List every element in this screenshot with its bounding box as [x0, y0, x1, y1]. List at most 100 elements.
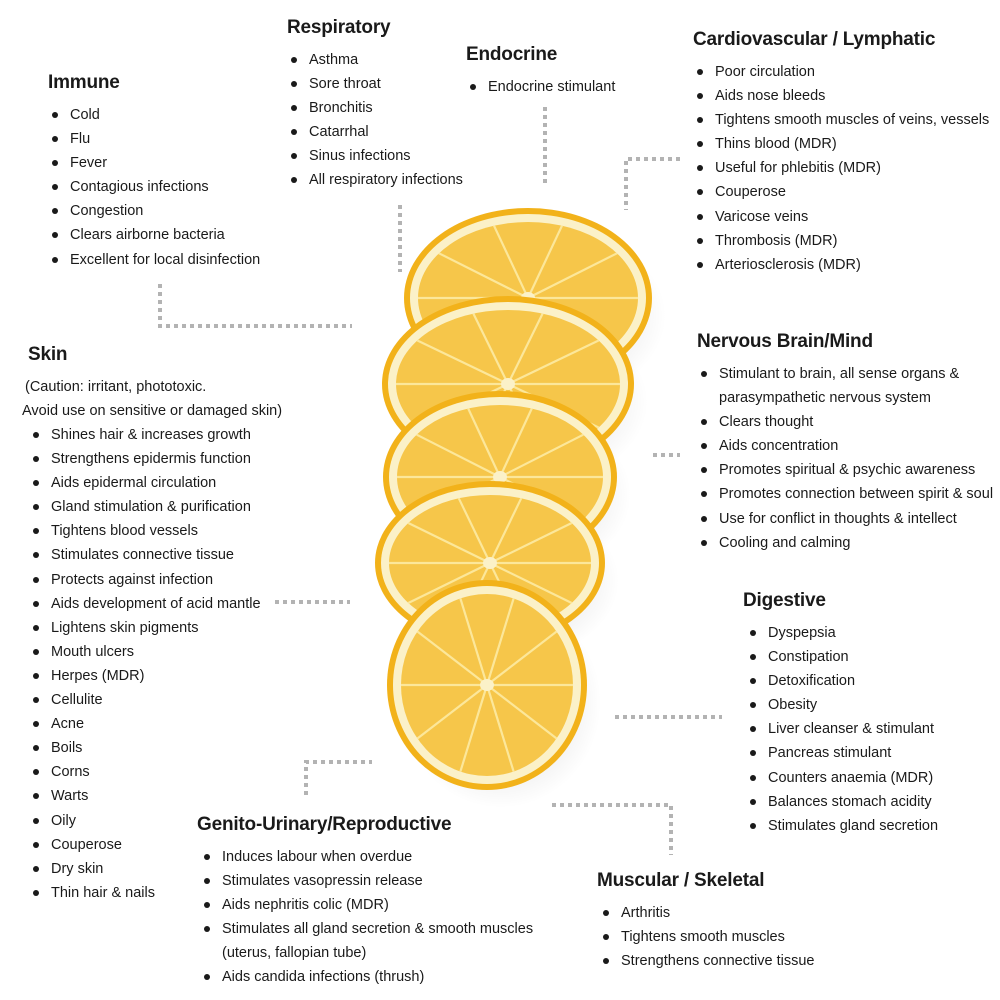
- list-item: Herpes (MDR): [29, 664, 282, 688]
- slice-segment-line: [407, 522, 491, 564]
- dotted-connector-line: [624, 157, 680, 210]
- list-item-continuation: parasympathetic nervous system: [719, 390, 931, 407]
- list-item: Thin hair & nails: [29, 881, 282, 905]
- list-item: Oily: [29, 809, 282, 833]
- list-item: Flu: [48, 127, 260, 151]
- slice-segment-line: [507, 313, 544, 385]
- list-item: Tightens smooth muscles of veins, vessel…: [693, 108, 989, 132]
- slice-segment-line: [416, 630, 488, 686]
- nervous-list: Stimulant to brain, all sense organs & p…: [697, 362, 993, 555]
- slice-segment-line: [457, 497, 491, 564]
- skin-section: Skin (Caution: irritant, phototoxic. Avo…: [22, 344, 282, 905]
- list-item: Congestion: [48, 199, 260, 223]
- list-item: Aids nose bleeds: [693, 84, 989, 108]
- list-item: Aids concentration: [697, 434, 993, 458]
- list-item: Counters anaemia (MDR): [746, 766, 938, 790]
- list-item: Arthritis: [599, 901, 814, 925]
- genito-urinary-section: Genito-Urinary/Reproductive Induces labo…: [197, 814, 533, 990]
- digestive-list: Dyspepsia Constipation Detoxification Ob…: [746, 621, 938, 838]
- dotted-connector-line: [158, 284, 352, 328]
- list-item: Arteriosclerosis (MDR): [693, 253, 989, 277]
- list-item: Stimulates connective tissue: [29, 543, 282, 567]
- list-item: Constipation: [746, 645, 938, 669]
- endocrine-list: Endocrine stimulant: [466, 75, 615, 99]
- slice-segment-line: [493, 225, 529, 299]
- list-item: Lightens skin pigments: [29, 616, 282, 640]
- list-item: Pancreas stimulant: [746, 741, 938, 765]
- dotted-connector-line: [304, 760, 372, 795]
- list-item: Mouth ulcers: [29, 640, 282, 664]
- dotted-connectors: [158, 107, 722, 855]
- nervous-title: Nervous Brain/Mind: [697, 331, 873, 352]
- cardiovascular-section: Cardiovascular / Lymphatic Poor circulat…: [693, 29, 989, 277]
- list-item: Poor circulation: [693, 60, 989, 84]
- list-item: Thrombosis (MDR): [693, 229, 989, 253]
- list-item: Stimulates gland secretion: [746, 814, 938, 838]
- list-item: Contagious infections: [48, 175, 260, 199]
- slice-core: [493, 471, 507, 483]
- cardiovascular-title: Cardiovascular / Lymphatic: [693, 29, 936, 50]
- list-item: Cooling and calming: [697, 531, 993, 555]
- slice-segment-line: [407, 562, 491, 604]
- cardiovascular-list: Poor circulation Aids nose bleeds Tighte…: [693, 60, 989, 277]
- slice-segment-line: [416, 684, 488, 740]
- slice-segment-line: [527, 252, 618, 299]
- muscular-section: Muscular / Skeletal Arthritis Tightens s…: [597, 870, 814, 973]
- slice-segment-line: [486, 684, 558, 740]
- list-item: Tightens smooth muscles: [599, 925, 814, 949]
- list-item: Sinus infections: [287, 144, 463, 168]
- slice-segment-line: [527, 225, 563, 299]
- slice-segment-line: [499, 433, 584, 478]
- slice-segment-line: [485, 684, 515, 772]
- nervous-section: Nervous Brain/Mind Stimulant to brain, a…: [697, 331, 993, 555]
- slice-segment-line: [485, 598, 515, 686]
- list-item: Endocrine stimulant: [466, 75, 615, 99]
- lemon-slices: [375, 208, 666, 808]
- respiratory-section: Respiratory Asthma Sore throat Bronchiti…: [287, 17, 463, 193]
- slice-segment-line: [489, 497, 523, 564]
- endocrine-section: Endocrine Endocrine stimulant: [466, 44, 615, 99]
- genito-urinary-list: Induces labour when overdue Stimulates v…: [200, 845, 533, 990]
- immune-section: Immune Cold Flu Fever Contagious infecti…: [48, 72, 260, 272]
- list-item: Strengthens epidermis function: [29, 447, 282, 471]
- lemon-slice: [387, 580, 601, 808]
- list-item: Detoxification: [746, 669, 938, 693]
- genito-urinary-title: Genito-Urinary/Reproductive: [197, 814, 452, 835]
- respiratory-list: Asthma Sore throat Bronchitis Catarrhal …: [287, 48, 463, 193]
- list-item: Thins blood (MDR): [693, 132, 989, 156]
- slice-core: [480, 679, 494, 691]
- skin-title: Skin: [28, 344, 68, 365]
- list-item: Cold: [48, 103, 260, 127]
- list-item: Boils: [29, 736, 282, 760]
- list-item: Cellulite: [29, 688, 282, 712]
- list-item: Stimulates all gland secretion & smooth …: [200, 917, 533, 941]
- list-item: Couperose: [29, 833, 282, 857]
- list-item: Use for conflict in thoughts & intellect: [697, 507, 993, 531]
- digestive-title: Digestive: [743, 590, 826, 611]
- slice-segment-line: [459, 684, 489, 772]
- list-item: Tightens blood vessels: [29, 519, 282, 543]
- slice-segment-line: [459, 598, 489, 686]
- slice-segment-line: [467, 408, 501, 478]
- skin-caution-line-2: Avoid use on sensitive or damaged skin): [22, 403, 283, 419]
- list-item: Balances stomach acidity: [746, 790, 938, 814]
- list-item: Useful for phlebitis (MDR): [693, 156, 989, 180]
- muscular-title: Muscular / Skeletal: [597, 870, 765, 891]
- list-item: Stimulates vasopressin release: [200, 869, 533, 893]
- list-item: Sore throat: [287, 72, 463, 96]
- list-item: Fever: [48, 151, 260, 175]
- digestive-section: Digestive Dyspepsia Constipation Detoxif…: [743, 590, 938, 838]
- list-item: Dry skin: [29, 857, 282, 881]
- immune-title: Immune: [48, 72, 120, 93]
- list-item-continuation: (uterus, fallopian tube): [222, 945, 367, 962]
- slice-segment-line: [486, 630, 558, 686]
- list-item: Aids epidermal circulation: [29, 471, 282, 495]
- slice-segment-line: [416, 433, 501, 478]
- list-item: Catarrhal: [287, 120, 463, 144]
- list-item: Asthma: [287, 48, 463, 72]
- slice-segment-line: [489, 562, 573, 604]
- list-item: Gland stimulation & purification: [29, 495, 282, 519]
- list-item: Corns: [29, 760, 282, 784]
- slice-segment-line: [499, 408, 533, 478]
